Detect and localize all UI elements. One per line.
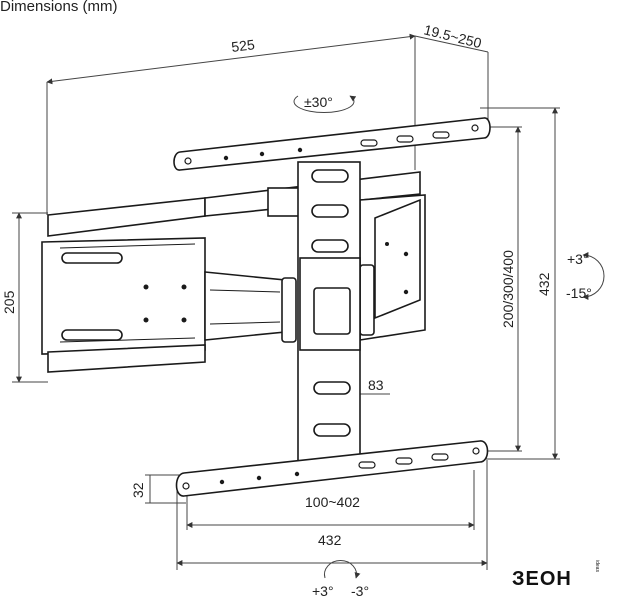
swivel-indicator: ±30° xyxy=(293,94,357,113)
top-rail xyxy=(173,117,491,171)
dim-depth-label: 19.5~250 xyxy=(422,21,483,51)
wall-plate xyxy=(41,171,421,373)
tilt-up-label: +3° xyxy=(567,251,589,267)
tilt-indicator: +3° -15° xyxy=(566,251,605,301)
dim-depth: 19.5~250 xyxy=(414,21,489,120)
dim-bracket-height: 32 xyxy=(130,474,186,504)
level-indicator: +3° -3° xyxy=(312,560,369,599)
bracket-height-label: 32 xyxy=(130,482,146,498)
dim-vesa-vertical: 200/300/400 xyxy=(486,126,522,452)
vesa-vertical-label: 200/300/400 xyxy=(500,250,516,328)
swivel-label: ±30° xyxy=(304,94,333,110)
wall-plate-height-label: 205 xyxy=(1,290,17,314)
brand-tagline: ideas xyxy=(594,560,600,572)
dim-wall-plate-height: 205 xyxy=(1,212,48,383)
brand-logo: ЗЕОН ideas xyxy=(512,560,600,590)
vesa-horizontal-label: 100~402 xyxy=(305,494,360,510)
swing-arm xyxy=(204,194,426,343)
level-plus-label: +3° xyxy=(312,583,334,599)
diagram-title: Dimensions (mm) xyxy=(0,0,118,15)
dim-overall-width-label: 525 xyxy=(230,36,255,55)
tilt-down-label: -15° xyxy=(566,285,592,301)
overall-bottom-width-label: 432 xyxy=(318,532,342,548)
brand-name: ЗЕОН xyxy=(512,568,572,590)
dim-overall-width: 525 xyxy=(46,33,416,215)
level-minus-label: -3° xyxy=(351,583,369,599)
dim-plate-width: 83 xyxy=(358,377,390,395)
vertical-plate xyxy=(297,161,361,463)
overall-height-label: 432 xyxy=(536,272,552,296)
dim-overall-height: 432 xyxy=(480,107,560,460)
bottom-rail xyxy=(175,440,489,497)
plate-width-label: 83 xyxy=(368,377,384,393)
